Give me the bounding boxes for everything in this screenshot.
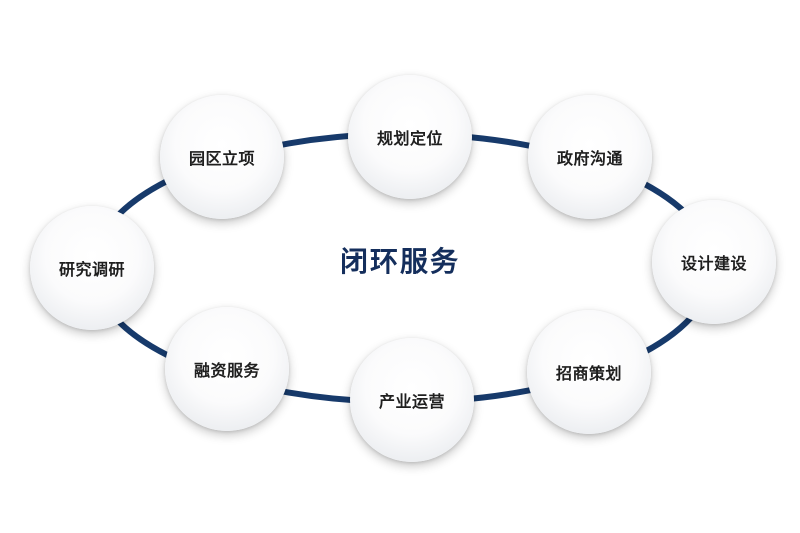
node-ops-label: 产业运营: [378, 392, 445, 411]
node-project: 园区立项: [160, 95, 284, 219]
node-planning: 规划定位: [348, 75, 472, 199]
node-gov: 政府沟通: [528, 95, 652, 219]
node-finance: 融资服务: [165, 307, 289, 431]
node-invest: 招商策划: [527, 310, 651, 434]
center-title: 闭环服务: [339, 245, 460, 278]
node-project-label: 园区立项: [188, 149, 255, 168]
node-finance-label: 融资服务: [193, 361, 260, 380]
node-design: 设计建设: [652, 200, 776, 324]
node-invest-label: 招商策划: [555, 364, 622, 383]
node-research-label: 研究调研: [58, 260, 125, 279]
node-gov-label: 政府沟通: [556, 149, 623, 168]
node-ops: 产业运营: [350, 338, 474, 462]
node-research: 研究调研: [30, 206, 154, 330]
node-design-label: 设计建设: [680, 254, 747, 273]
node-planning-label: 规划定位: [376, 129, 443, 148]
